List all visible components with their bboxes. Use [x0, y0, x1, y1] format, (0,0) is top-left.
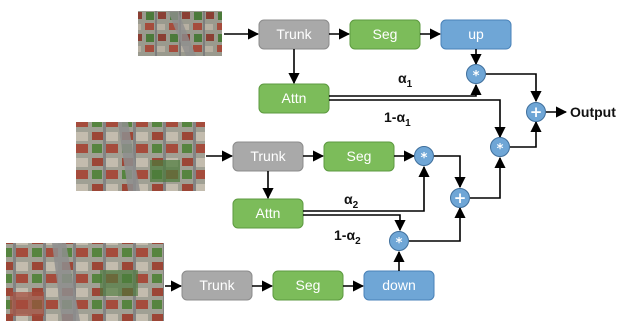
aerial-photo-large-scale — [6, 243, 164, 321]
up-label: up — [468, 26, 484, 42]
edge-mul3-add2 — [434, 155, 466, 189]
trunk-block-3: Trunk — [181, 270, 253, 301]
add-node-2: + — [450, 188, 470, 208]
output-label: Output — [570, 104, 616, 120]
down-label: down — [382, 277, 415, 293]
edge-add2-mul2 — [470, 156, 506, 199]
svg-text:*: * — [421, 151, 428, 166]
one-minus-alpha2-label: 1-α2 — [334, 227, 361, 247]
edges — [165, 28, 568, 292]
seg-block-2: Seg — [323, 141, 395, 172]
down-block: down — [363, 270, 435, 301]
alpha2-label: α2 — [344, 191, 359, 211]
edge-mul2-add1 — [510, 120, 542, 148]
edge-mul1-add1 — [486, 73, 542, 103]
trunk-label-2: Trunk — [250, 148, 286, 164]
seg-block-1: Seg — [349, 19, 421, 50]
trunk-label-1: Trunk — [276, 26, 312, 42]
aerial-photo-small-scale — [138, 11, 222, 56]
seg-label-2: Seg — [347, 148, 372, 164]
multiply-node-2: * — [490, 137, 510, 157]
svg-text:+: + — [530, 103, 543, 121]
aerial-photo-medium-scale — [76, 122, 205, 191]
svg-text:*: * — [473, 69, 480, 84]
multiply-node-3: * — [414, 146, 434, 166]
edge-attn1-one-minus-alpha1 — [329, 99, 506, 139]
alpha1-label: α1 — [398, 70, 413, 90]
attn-label-1: Attn — [282, 90, 307, 106]
trunk-block-1: Trunk — [258, 19, 330, 50]
one-minus-alpha1-label: 1-α1 — [384, 109, 411, 129]
trunk-label-3: Trunk — [199, 277, 235, 293]
edge-attn2-one-minus-alpha2 — [303, 214, 406, 232]
svg-text:*: * — [396, 236, 403, 251]
multiply-node-4: * — [389, 231, 409, 251]
seg-label-3: Seg — [296, 277, 321, 293]
trunk-block-2: Trunk — [232, 141, 304, 172]
svg-text:*: * — [497, 142, 504, 157]
edge-attn2-alpha2 — [303, 165, 430, 212]
attn-block-2: Attn — [232, 198, 304, 229]
add-node-1: + — [526, 102, 546, 122]
edge-mul4-add2 — [409, 206, 466, 242]
seg-label-1: Seg — [373, 26, 398, 42]
seg-block-3: Seg — [272, 270, 344, 301]
multiply-node-1: * — [466, 64, 486, 84]
attn-block-1: Attn — [258, 83, 330, 114]
up-block: up — [440, 19, 512, 50]
svg-text:+: + — [454, 189, 467, 207]
attn-label-2: Attn — [256, 205, 281, 221]
edge-attn1-alpha1 — [329, 83, 482, 97]
